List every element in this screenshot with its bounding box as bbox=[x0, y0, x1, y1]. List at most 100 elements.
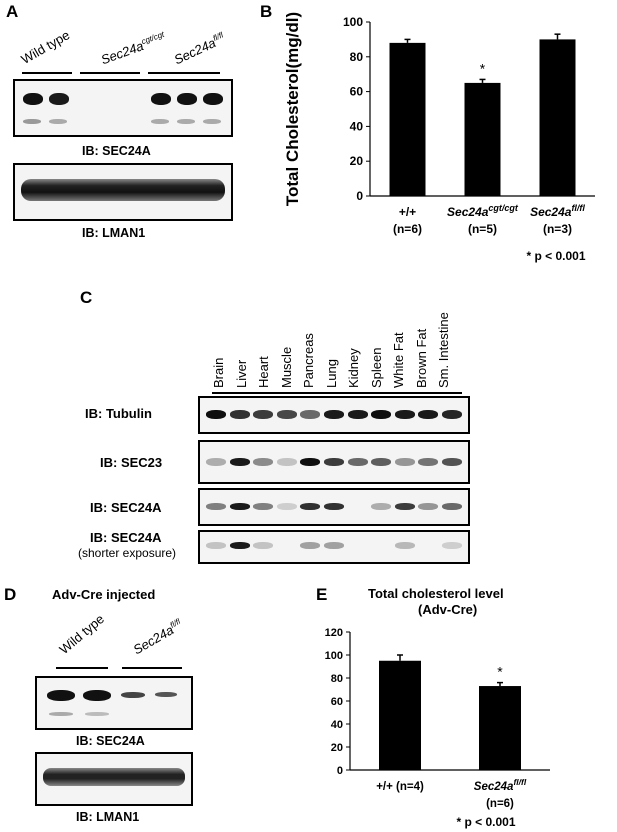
blot-band bbox=[177, 119, 195, 124]
y-tick-label: 80 bbox=[350, 50, 364, 64]
panel-d-lane-flfl: Sec24afl/fl bbox=[130, 616, 182, 658]
tissue-label: Brain bbox=[211, 357, 226, 388]
panel-d-lane-line-flfl bbox=[122, 667, 182, 669]
blot-band bbox=[442, 410, 462, 419]
blot-band bbox=[371, 458, 392, 466]
blot-band bbox=[347, 458, 368, 466]
panel-a-lane-line-wt bbox=[22, 72, 72, 74]
blot-band bbox=[206, 410, 226, 419]
blot-band bbox=[300, 458, 321, 466]
bar bbox=[464, 82, 501, 196]
y-tick-label: 20 bbox=[331, 742, 343, 754]
panel-c-row-label-sec23: IB: SEC23 bbox=[100, 455, 163, 470]
blot-band bbox=[347, 410, 368, 419]
blot-band bbox=[83, 690, 111, 701]
tissue-label: White Fat bbox=[391, 332, 406, 388]
panel-c-blot-sec24a bbox=[198, 488, 470, 526]
category-n-label: (n=3) bbox=[543, 222, 572, 236]
y-tick-label: 120 bbox=[325, 627, 343, 639]
blot-band bbox=[203, 93, 223, 105]
significance-marker: * bbox=[480, 60, 486, 76]
blot-band bbox=[418, 458, 439, 466]
blot-band bbox=[276, 503, 297, 510]
y-tick-label: 0 bbox=[356, 189, 363, 203]
panel-c-blot-sec23 bbox=[198, 440, 470, 484]
category-label-superscript: fl/fl bbox=[513, 777, 526, 787]
panel-a-blot-sec24a bbox=[13, 79, 233, 137]
panel-b-p-value-note: * p < 0.001 bbox=[526, 249, 585, 263]
blot-band bbox=[121, 692, 145, 698]
blot-band bbox=[324, 410, 344, 419]
tissue-label: Sm. Intestine bbox=[436, 312, 451, 388]
panel-a-ib-lman1: IB: LMAN1 bbox=[82, 226, 146, 240]
blot-band bbox=[229, 542, 250, 549]
blot-band bbox=[394, 410, 415, 419]
blot-band bbox=[442, 542, 462, 549]
blot-band bbox=[276, 410, 297, 419]
blot-band bbox=[23, 93, 43, 105]
category-label-superscript: fl/fl bbox=[571, 203, 585, 213]
blot-band bbox=[47, 690, 75, 701]
panel-e-title-line1: Total cholesterol level bbox=[368, 586, 504, 601]
panel-d-ib-lman1: IB: LMAN1 bbox=[76, 810, 140, 824]
bar bbox=[479, 686, 521, 770]
y-tick-label: 100 bbox=[343, 15, 363, 29]
blot-band bbox=[49, 93, 69, 105]
panel-c-letter: C bbox=[80, 288, 93, 307]
blot-band bbox=[229, 458, 250, 466]
tissue-label: Spleen bbox=[368, 347, 384, 388]
panel-b-chart: 020406080100+/+(n=6)*Sec24acgt/cgt(n=5)S… bbox=[283, 12, 595, 263]
blot-band bbox=[85, 712, 109, 716]
category-label: +/+ (n=4) bbox=[376, 781, 424, 793]
blot-band bbox=[418, 410, 439, 419]
blot-band bbox=[394, 458, 415, 466]
panel-d-letter: D bbox=[4, 585, 17, 604]
blot-band bbox=[394, 542, 415, 549]
blot-band bbox=[206, 503, 226, 510]
blot-band bbox=[49, 712, 73, 716]
blot-band bbox=[371, 410, 392, 419]
blot-band bbox=[442, 503, 462, 510]
blot-band bbox=[203, 119, 221, 124]
blot-band bbox=[229, 503, 250, 510]
blot-band bbox=[151, 93, 171, 105]
blot-band bbox=[371, 503, 392, 510]
panel-d-lane-wild-type: Wild type bbox=[56, 611, 107, 657]
panel-e-letter: E bbox=[316, 585, 328, 604]
panel-d-title: Adv-Cre injected bbox=[52, 587, 156, 602]
panel-a-lane-line-cgt bbox=[80, 72, 140, 74]
category-label-superscript: cgt/cgt bbox=[488, 203, 519, 213]
blot-band bbox=[324, 542, 344, 549]
blot-band bbox=[253, 542, 274, 549]
blot-band bbox=[394, 503, 415, 510]
y-tick-label: 60 bbox=[350, 85, 364, 99]
y-tick-label: 20 bbox=[350, 154, 364, 168]
y-tick-label: 80 bbox=[331, 673, 343, 685]
tissue-label: Brown Fat bbox=[413, 328, 429, 388]
bar bbox=[379, 660, 421, 770]
tissue-label: Muscle bbox=[278, 346, 294, 388]
blot-band bbox=[324, 503, 344, 510]
blot-band bbox=[300, 410, 321, 419]
blot-band bbox=[151, 119, 169, 124]
panel-d-blot-sec24a bbox=[35, 676, 193, 730]
tissue-label: Heart bbox=[256, 356, 271, 388]
bar bbox=[539, 39, 576, 197]
panel-a-letter: A bbox=[6, 2, 19, 21]
blot-band bbox=[442, 458, 462, 466]
panel-c-blot-tubulin bbox=[198, 396, 470, 434]
category-label: +/+ bbox=[399, 205, 416, 219]
blot-band bbox=[418, 503, 439, 510]
blot-band bbox=[229, 410, 250, 419]
bar bbox=[389, 42, 426, 196]
category-n-label: (n=6) bbox=[486, 798, 514, 810]
tissue-label: Lung bbox=[323, 359, 339, 388]
panel-c-row-label-sec24a: IB: SEC24A bbox=[90, 500, 162, 515]
panel-d-ib-sec24a: IB: SEC24A bbox=[76, 734, 145, 748]
panel-c-lane-line bbox=[212, 392, 462, 394]
blot-band bbox=[206, 458, 226, 466]
panel-b-letter: B bbox=[260, 2, 273, 21]
panel-d-lane-line-wt bbox=[56, 667, 108, 669]
